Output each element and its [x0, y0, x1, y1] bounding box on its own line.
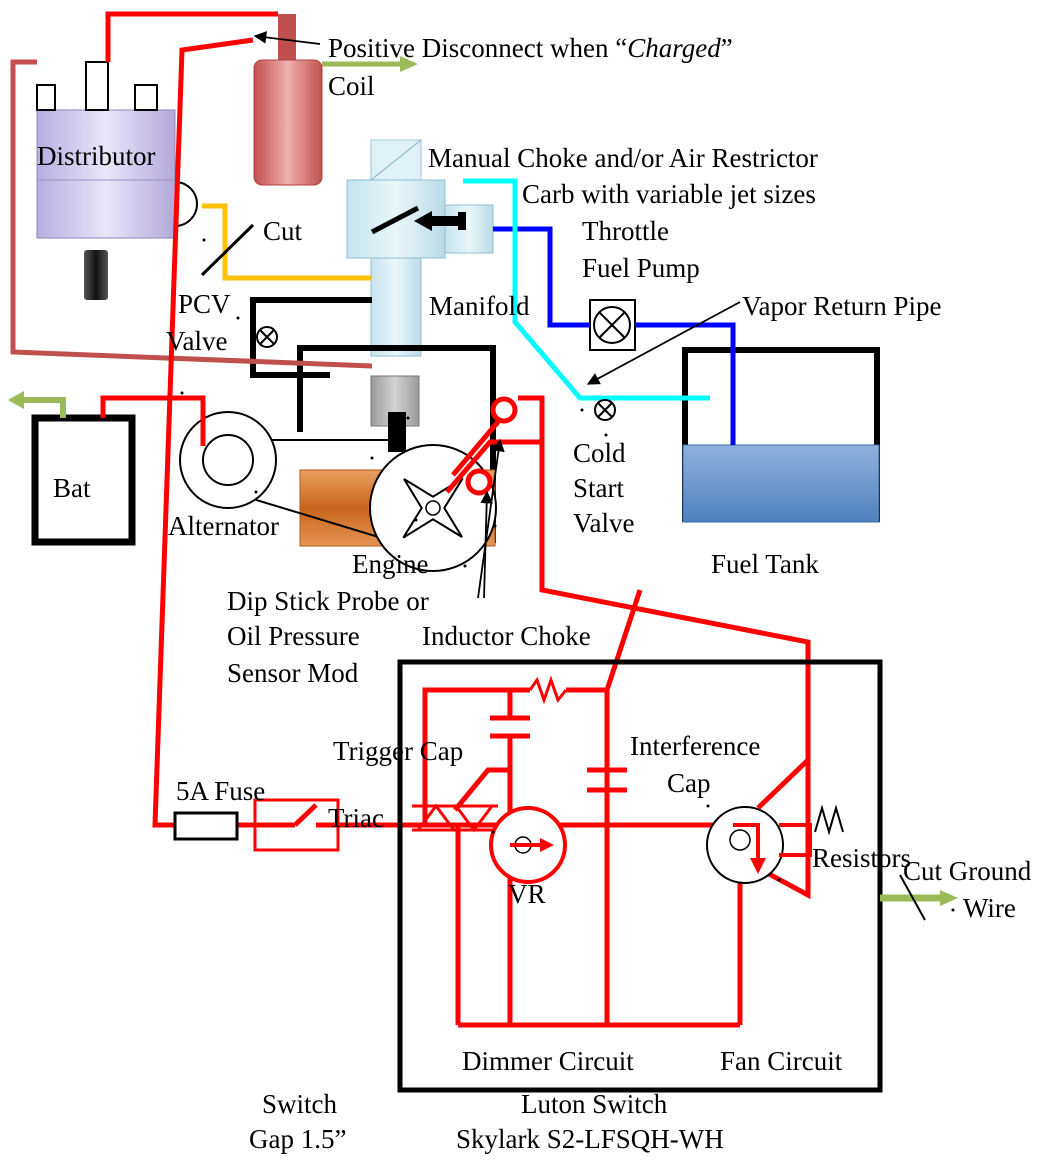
fuel-pump-label: Fuel Pump: [582, 253, 700, 283]
cold-start-label-line1: Cold: [573, 438, 626, 468]
cut-mark: [200, 223, 255, 277]
fuel-pump: [589, 299, 636, 351]
triac-label: Triac: [328, 803, 384, 833]
interference-capacitor: [587, 767, 627, 793]
pcv-label-line1: PCV: [178, 289, 231, 319]
manual-choke-label: Manual Choke and/or Air Restrictor: [428, 143, 818, 173]
distributor-label: Distributor: [37, 141, 156, 171]
dimmer-resistor: [528, 675, 568, 705]
fan-resistors: [814, 804, 844, 836]
resistors-label: Resistors: [812, 843, 911, 873]
cold-start-label-line3: Valve: [573, 508, 634, 538]
coil-label: Coil: [328, 71, 375, 101]
pointer-arrows: [253, 31, 741, 599]
ignition-coil: [253, 14, 323, 186]
cut-ground-wire-arrow: [880, 874, 958, 921]
dimmer-circuit-label: Dimmer Circuit: [462, 1046, 634, 1076]
fuse: [173, 811, 239, 841]
interference-cap-label-line2: Cap: [667, 768, 711, 798]
engine-flywheel: [369, 444, 497, 572]
fan-circuit: [706, 758, 812, 884]
positive-disconnect-prefix: Positive Disconnect when “: [328, 33, 627, 63]
positive-disconnect-emphasis: Charged: [627, 33, 721, 63]
positive-disconnect-label: Positive Disconnect when “Charged”: [328, 33, 733, 63]
inductor-choke-sensor: [465, 468, 493, 496]
switch-label-line2: Gap 1.5”: [249, 1124, 346, 1154]
interference-cap-label-line1: Interference: [630, 731, 760, 761]
cut-ground-label-line1: Cut Ground: [903, 856, 1032, 886]
stray-dots: [180, 238, 955, 912]
fuel-tank-label: Fuel Tank: [711, 549, 819, 579]
engine-label: Engine: [352, 549, 428, 579]
cut-label: Cut: [263, 216, 303, 246]
throttle-label: Throttle: [582, 216, 669, 246]
alternator: [179, 411, 277, 509]
luton-switch-label-line1: Luton Switch: [521, 1089, 668, 1119]
dip-stick-label-line2: Oil Pressure: [227, 621, 360, 651]
pcv-valve: [256, 326, 278, 348]
fuse-label: 5A Fuse: [176, 776, 265, 806]
pcv-label-line2: Valve: [166, 326, 227, 356]
battery: [31, 414, 136, 546]
dimmer-circuit: [415, 687, 743, 1028]
trigger-cap-label: Trigger Cap: [333, 736, 463, 766]
inductor-choke-label: Inductor Choke: [422, 621, 591, 651]
distributor-vacuum-hose: [10, 59, 373, 369]
dip-stick-label-line1: Dip Stick Probe or: [227, 586, 429, 616]
vapor-return-label: Vapor Return Pipe: [742, 291, 941, 321]
cold-start-label-line2: Start: [573, 473, 624, 503]
cut-ground-label-line2: Wire: [963, 893, 1016, 923]
battery-label: Bat: [53, 473, 91, 503]
coil-output-arrow: [322, 56, 418, 72]
fan-circuit-label: Fan Circuit: [720, 1046, 843, 1076]
cold-start-valve: [594, 399, 616, 421]
battery-ground-arrow: [8, 391, 66, 418]
variable-resistor: [489, 806, 567, 884]
distributor: [36, 61, 198, 300]
carburetor: [346, 139, 494, 357]
pcv-hose: [202, 203, 371, 281]
oil-pressure-sensor: [490, 396, 518, 424]
switch: [253, 798, 340, 852]
luton-switch-label-line2: Skylark S2-LFSQH-WH: [456, 1124, 724, 1154]
fuel-line: [493, 226, 736, 445]
triac: [412, 803, 498, 833]
fuel-tank: [682, 347, 880, 523]
luton-switch-box: [397, 659, 883, 1093]
vapor-return-pipe: [463, 178, 710, 401]
positive-disconnect-suffix: ”: [721, 33, 733, 63]
trigger-capacitor: [490, 715, 530, 739]
dip-stick-label-line3: Sensor Mod: [227, 658, 359, 688]
carb-label: Carb with variable jet sizes: [522, 179, 816, 209]
vr-label: VR: [508, 879, 546, 909]
alternator-label: Alternator: [168, 511, 279, 541]
manifold-label: Manifold: [429, 291, 530, 321]
switch-label-line1: Switch: [262, 1089, 338, 1119]
